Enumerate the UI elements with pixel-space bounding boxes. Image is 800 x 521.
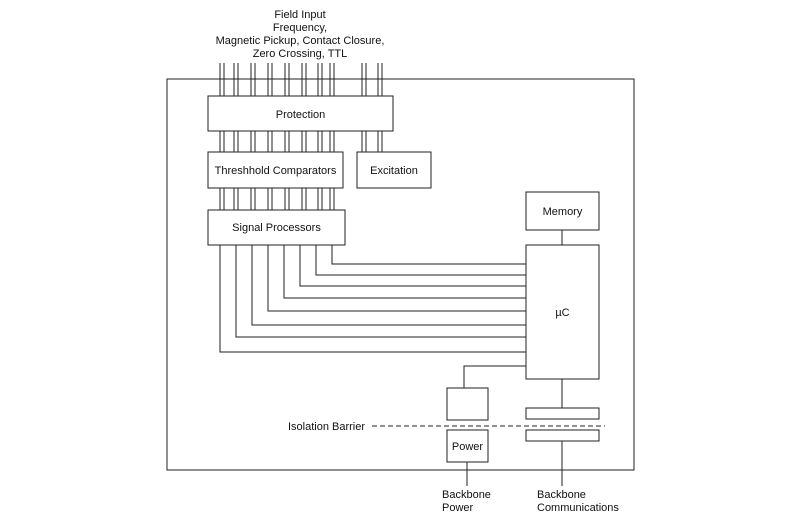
- protection-label: Protection: [276, 109, 326, 121]
- processor-to-uc-wire: [299, 245, 526, 287]
- processor-to-uc-wire: [283, 245, 526, 299]
- protection-block: Protection: [207, 95, 394, 132]
- memory-label: Memory: [543, 206, 583, 218]
- svg-text:Power: Power: [442, 502, 474, 514]
- threshold-comparators-block: Threshhold Comparators: [207, 151, 344, 189]
- power-block: Power: [446, 429, 489, 463]
- signal-processors-block: Signal Processors: [207, 209, 346, 246]
- field-input-label: Field Input Frequency, Magnetic Pickup, …: [216, 9, 385, 60]
- backbone-communications-label: Backbone Communications: [537, 489, 619, 514]
- power-label: Power: [452, 441, 484, 453]
- backbone-power-label: Backbone Power: [442, 489, 491, 514]
- processor-to-uc-wire: [315, 245, 526, 276]
- field-input-wires: [219, 63, 383, 96]
- svg-text:Communications: Communications: [537, 502, 619, 514]
- signal-bus-wires: [219, 245, 526, 353]
- comms-isolator-upper: [525, 407, 600, 420]
- processor-to-uc-wire: [219, 245, 526, 353]
- field-input-line4: Zero Crossing, TTL: [253, 48, 348, 60]
- isolated-supply-block: [446, 387, 489, 421]
- svg-text:Backbone: Backbone: [537, 489, 586, 501]
- threshold-comparators-label: Threshhold Comparators: [215, 165, 337, 177]
- processor-to-uc-wire: [331, 245, 526, 265]
- signal-processors-label: Signal Processors: [232, 222, 321, 234]
- excitation-block: Excitation: [356, 151, 432, 189]
- microcontroller-block: µC: [525, 244, 600, 380]
- field-input-line3: Magnetic Pickup, Contact Closure,: [216, 35, 385, 47]
- isolation-barrier-label: Isolation Barrier: [288, 421, 365, 433]
- excitation-label: Excitation: [370, 165, 418, 177]
- memory-block: Memory: [525, 191, 600, 231]
- microcontroller-label: µC: [555, 307, 569, 319]
- processor-to-uc-wire: [251, 245, 526, 326]
- protection-output-wires: [219, 131, 383, 152]
- comms-isolator-lower: [525, 429, 600, 442]
- processor-to-uc-wire: [235, 245, 526, 338]
- uc-to-isolator-link: [463, 365, 526, 388]
- field-input-line2: Frequency,: [273, 22, 327, 34]
- svg-text:Backbone: Backbone: [442, 489, 491, 501]
- comparator-output-wires: [219, 188, 335, 210]
- processor-to-uc-wire: [267, 245, 526, 312]
- field-input-title: Field Input: [274, 9, 325, 21]
